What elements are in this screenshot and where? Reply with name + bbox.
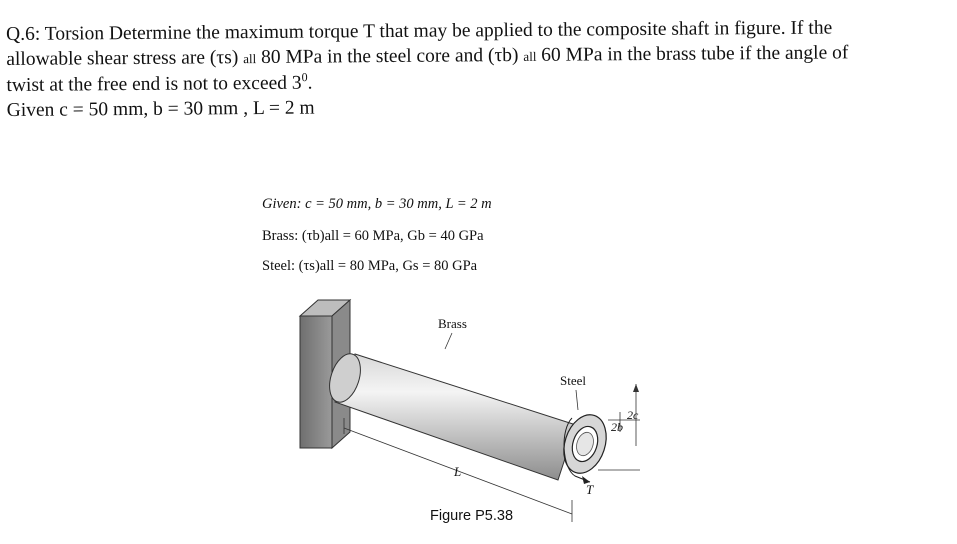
label-2c: 2c — [627, 408, 639, 422]
brass-leader — [444, 332, 453, 350]
figure-caption: Figure P5.38 — [430, 508, 514, 524]
steel-leader — [575, 389, 579, 411]
label-brass: Brass — [438, 316, 467, 331]
composite-shaft — [329, 353, 607, 481]
label-L: L — [454, 464, 462, 479]
length-dimension-line — [343, 427, 573, 515]
figure-steel-line: Steel: (τs)all = 80 MPa, Gs = 80 GPa — [262, 258, 478, 274]
figure-brass-line: Brass: (τb)all = 60 MPa, Gb = 40 GPa — [262, 228, 484, 244]
label-2b: 2b — [611, 420, 623, 434]
figure-given-line: Given: c = 50 mm, b = 30 mm, L = 2 m — [262, 196, 492, 212]
label-steel: Steel — [560, 373, 586, 388]
fixed-wall — [298, 298, 352, 450]
label-T: T — [586, 482, 594, 497]
torque-arrow — [563, 417, 591, 483]
